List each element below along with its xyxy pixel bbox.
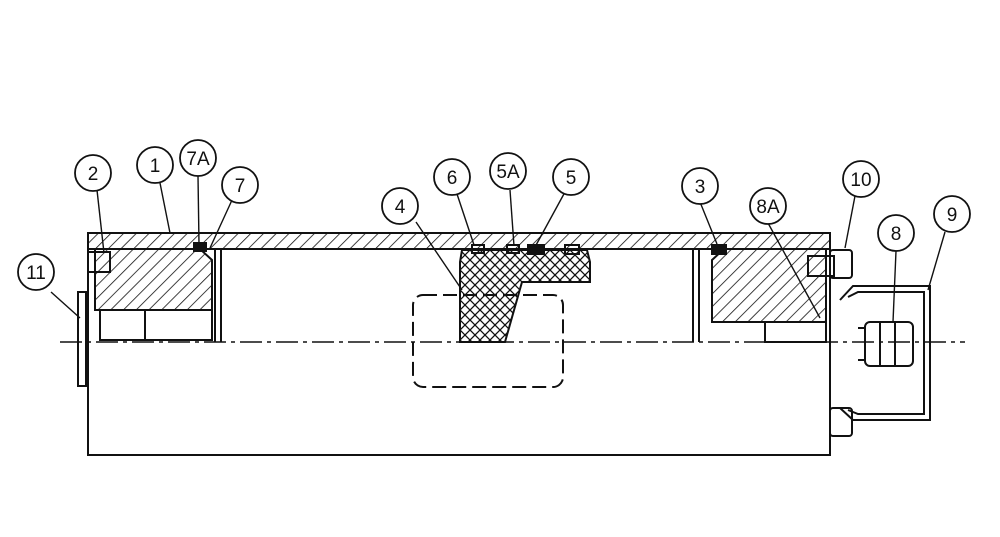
right-end-cap-bore	[764, 321, 827, 343]
callout-3-circle	[681, 167, 719, 205]
top-bolt	[829, 249, 853, 279]
callout-3-label: 3	[695, 177, 706, 198]
mounting-bracket	[839, 285, 931, 421]
seal-7a	[193, 242, 207, 252]
callout-7-label: 7	[235, 176, 246, 197]
hydraulic-fitting	[864, 321, 914, 367]
piston-rod-dashed	[412, 294, 564, 388]
callout-2-circle	[74, 154, 112, 192]
left-end-cap	[94, 248, 213, 311]
seal-6	[471, 244, 485, 254]
callout-8a-circle	[749, 187, 787, 225]
right-port-fitting	[807, 255, 835, 277]
callout-7a-label: 7A	[186, 149, 210, 170]
callout-5-label: 5	[566, 168, 577, 189]
left-end-plate	[77, 291, 87, 387]
callout-9-label: 9	[947, 205, 958, 226]
callout-1-label: 1	[150, 156, 161, 177]
callout-5a-label: 5A	[496, 162, 520, 183]
callout-1-circle	[136, 146, 174, 184]
seal-3	[711, 244, 727, 255]
callout-8a-label: 8A	[756, 197, 780, 218]
callout-8-label: 8	[891, 224, 902, 245]
cylinder-body-outline	[87, 236, 831, 456]
callout-2-label: 2	[88, 164, 99, 185]
callout-10-label: 10	[850, 170, 871, 191]
bottom-bolt	[829, 407, 853, 437]
cylinder-tube-wall	[87, 232, 831, 250]
callout-6-circle	[433, 158, 471, 196]
callout-9-circle	[933, 195, 971, 233]
seal-5a	[506, 244, 520, 254]
callout-11-circle	[17, 253, 55, 291]
callout-4-label: 4	[395, 197, 406, 218]
callout-6-label: 6	[447, 168, 458, 189]
callout-10-circle	[842, 160, 880, 198]
left-port-fitting	[87, 251, 111, 273]
callout-8-circle	[877, 214, 915, 252]
callout-5a-circle	[489, 152, 527, 190]
seal-5b	[564, 244, 580, 255]
callout-4-circle	[381, 187, 419, 225]
left-end-cap-bore	[99, 309, 213, 341]
callout-7a-circle	[179, 139, 217, 177]
callout-7-circle	[221, 166, 259, 204]
callout-11-label: 11	[26, 263, 46, 284]
callout-5-circle	[552, 158, 590, 196]
